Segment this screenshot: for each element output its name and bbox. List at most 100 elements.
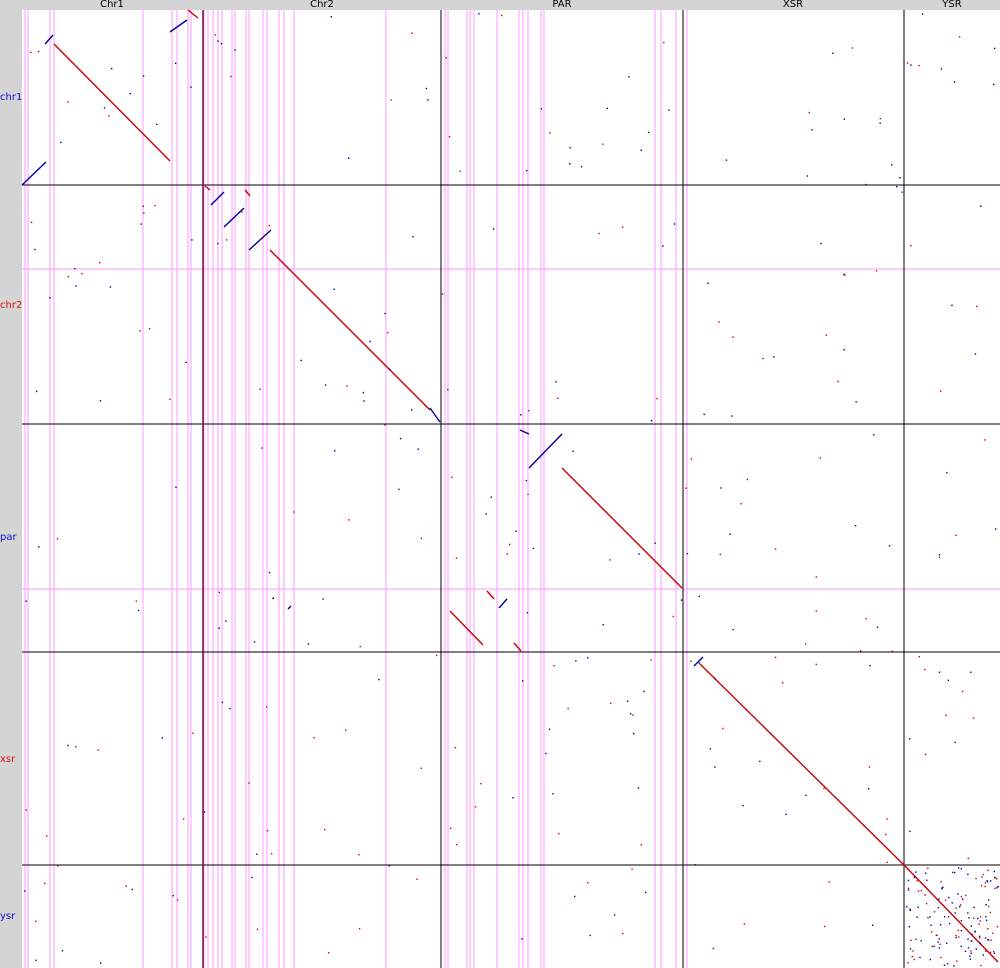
noise-dot [35,959,37,962]
noise-dot [859,650,862,652]
noise-dot [987,869,989,872]
noise-dot [478,13,480,15]
noise-dot [964,950,967,953]
noise-dot [142,75,145,77]
noise-dot [901,191,903,193]
noise-dot [586,657,589,659]
reverse-alignment [169,19,188,33]
noise-dot [61,949,64,952]
noise-dot [865,183,867,186]
noise-dot [961,690,964,693]
noise-dot [30,221,33,224]
noise-dot [694,863,697,866]
noise-dot [808,111,810,114]
noise-dot [990,939,992,941]
noise-dot [174,62,177,65]
noise-dot [919,956,921,959]
noise-dot [953,81,956,83]
noise-dot [449,827,452,830]
noise-dot [987,927,989,930]
noise-dot [81,272,83,275]
noise-dot [806,175,809,177]
noise-dot [886,861,888,864]
noise-dot [384,312,386,315]
noise-dot [139,330,141,332]
noise-dot [762,357,764,360]
noise-dot [567,707,569,710]
noise-dot [942,886,944,889]
noise-dot [99,400,102,402]
noise-dot [598,232,600,235]
noise-dot [879,117,882,120]
noise-dot [643,690,645,693]
column-label-chr2: Chr2 [310,0,334,10]
noise-dot [940,880,942,883]
noise-dot [632,732,635,735]
noise-dot [946,963,949,965]
noise-dot [707,282,709,284]
noise-dot [602,624,604,626]
noise-dot [927,867,929,869]
reverse-alignment [21,161,47,186]
noise-dot [915,938,917,940]
noise-dot [955,907,957,909]
noise-dot [774,548,777,550]
noise-dot [637,787,640,789]
noise-dot [996,878,998,880]
noise-dot [984,439,986,441]
noise-dot [640,844,642,846]
noise-dot [156,123,158,126]
noise-dot [938,898,940,900]
noise-dot [909,908,911,910]
column-label-chr1: Chr1 [100,0,124,10]
noise-dot [384,424,386,426]
noise-dot [855,401,857,403]
noise-dot [933,945,935,948]
noise-dot [131,888,133,891]
noise-dot [266,830,269,832]
noise-dot [967,938,969,941]
noise-dot [698,595,700,598]
noise-dot [965,894,967,897]
noise-dot [953,965,955,967]
noise-dot [346,385,348,387]
noise-dot [515,530,517,533]
noise-dot [589,934,591,937]
noise-dot [854,525,857,527]
noise-dot [811,129,813,131]
noise-dot [712,947,714,950]
noise-dot [662,245,664,247]
noise-dot [865,617,867,620]
noise-dot [527,493,529,496]
noise-dot [782,682,784,684]
noise-dot [974,930,976,933]
noise-dot [369,340,371,343]
noise-dot [67,744,69,747]
noise-dot [300,359,302,362]
noise-dot [67,101,69,103]
noise-dot [938,947,941,949]
noise-dot [322,598,324,600]
noise-dot [924,872,927,874]
noise-dot [909,738,911,740]
noise-dot [512,797,514,799]
noise-dot [638,553,640,555]
noise-dot [388,865,390,867]
noise-dot [135,600,138,602]
noise-dot [909,948,912,950]
noise-dot [270,852,273,855]
noise-dot [558,833,560,835]
noise-dot [955,936,957,939]
noise-dot [569,147,571,149]
noise-dot [205,936,207,938]
noise-dot [986,880,988,882]
noise-dot [930,931,933,933]
noise-dot [532,547,535,550]
noise-dot [910,245,912,247]
noise-dot [944,899,947,901]
noise-dot [907,879,910,882]
noise-dot [918,655,921,658]
noise-dot [313,736,315,739]
noise-dot [907,889,910,891]
noise-dot [621,226,624,228]
